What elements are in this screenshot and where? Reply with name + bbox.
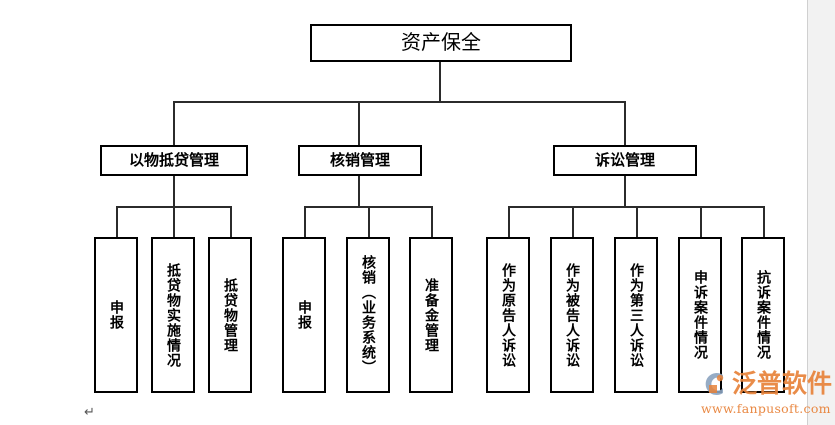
node-leaf-writeoff-1-label: 申报 bbox=[296, 300, 312, 330]
node-leaf-collateral-1-label: 申报 bbox=[108, 300, 124, 330]
connector-branch1-leaf2-drop bbox=[173, 206, 175, 237]
connector-branch1-stem bbox=[173, 175, 175, 208]
connector-branch2-stem bbox=[358, 175, 360, 208]
node-leaf-writeoff-3[interactable]: 准备金管理 bbox=[409, 237, 453, 393]
connector-level1-bus bbox=[173, 101, 626, 103]
connector-branch1-drop bbox=[173, 101, 175, 145]
node-leaf-litigation-5[interactable]: 抗诉案件情况 bbox=[741, 237, 785, 393]
node-leaf-collateral-3[interactable]: 抵贷物管理 bbox=[208, 237, 252, 393]
node-root[interactable]: 资产保全 bbox=[310, 24, 572, 62]
paragraph-mark: ↵ bbox=[84, 405, 95, 420]
node-branch-writeoff[interactable]: 核销管理 bbox=[298, 145, 422, 176]
connector-branch3-leaf5-drop bbox=[763, 206, 765, 237]
node-leaf-litigation-1[interactable]: 作为原告人诉讼 bbox=[486, 237, 530, 393]
node-leaf-litigation-4[interactable]: 申诉案件情况 bbox=[678, 237, 722, 393]
connector-branch1-leaf1-drop bbox=[116, 206, 118, 237]
node-leaf-writeoff-1[interactable]: 申报 bbox=[282, 237, 326, 393]
node-root-label: 资产保全 bbox=[401, 30, 481, 55]
node-branch-collateral-label: 以物抵贷管理 bbox=[128, 151, 219, 170]
node-leaf-collateral-2-label: 抵贷物实施情况 bbox=[165, 262, 181, 368]
connector-branch3-leaf4-drop bbox=[700, 206, 702, 237]
connector-branch3-stem bbox=[624, 175, 626, 208]
node-branch-litigation-label: 诉讼管理 bbox=[594, 151, 655, 170]
node-leaf-litigation-1-label: 作为原告人诉讼 bbox=[500, 262, 516, 368]
connector-branch3-leaf3-drop bbox=[636, 206, 638, 237]
node-leaf-writeoff-2[interactable]: 核销（业务系统） bbox=[346, 237, 390, 393]
node-leaf-writeoff-3-label: 准备金管理 bbox=[423, 277, 439, 353]
connector-branch2-leaf3-drop bbox=[431, 206, 433, 237]
node-leaf-writeoff-2-label: 核销（业务系统） bbox=[360, 255, 376, 375]
connector-branch2-drop bbox=[358, 101, 360, 145]
connector-branch1-leaf3-drop bbox=[230, 206, 232, 237]
page-margin-strip bbox=[807, 0, 835, 425]
node-leaf-litigation-2-label: 作为被告人诉讼 bbox=[564, 262, 580, 368]
node-branch-litigation[interactable]: 诉讼管理 bbox=[553, 145, 697, 176]
connector-branch2-leaf2-drop bbox=[368, 206, 370, 237]
node-leaf-litigation-5-label: 抗诉案件情况 bbox=[755, 270, 771, 360]
node-leaf-litigation-2[interactable]: 作为被告人诉讼 bbox=[550, 237, 594, 393]
node-leaf-collateral-1[interactable]: 申报 bbox=[94, 237, 138, 393]
node-branch-collateral[interactable]: 以物抵贷管理 bbox=[100, 145, 248, 176]
connector-branch3-leaf1-drop bbox=[508, 206, 510, 237]
node-leaf-collateral-3-label: 抵贷物管理 bbox=[222, 277, 238, 353]
node-branch-writeoff-label: 核销管理 bbox=[329, 151, 390, 170]
node-leaf-litigation-3[interactable]: 作为第三人诉讼 bbox=[614, 237, 658, 393]
connector-branch3-drop bbox=[624, 101, 626, 145]
node-leaf-collateral-2[interactable]: 抵贷物实施情况 bbox=[151, 237, 195, 393]
node-leaf-litigation-3-label: 作为第三人诉讼 bbox=[628, 262, 644, 368]
connector-root-stem bbox=[439, 60, 441, 103]
connector-branch3-leaf2-drop bbox=[572, 206, 574, 237]
connector-branch2-leaf1-drop bbox=[304, 206, 306, 237]
node-leaf-litigation-4-label: 申诉案件情况 bbox=[692, 270, 708, 360]
